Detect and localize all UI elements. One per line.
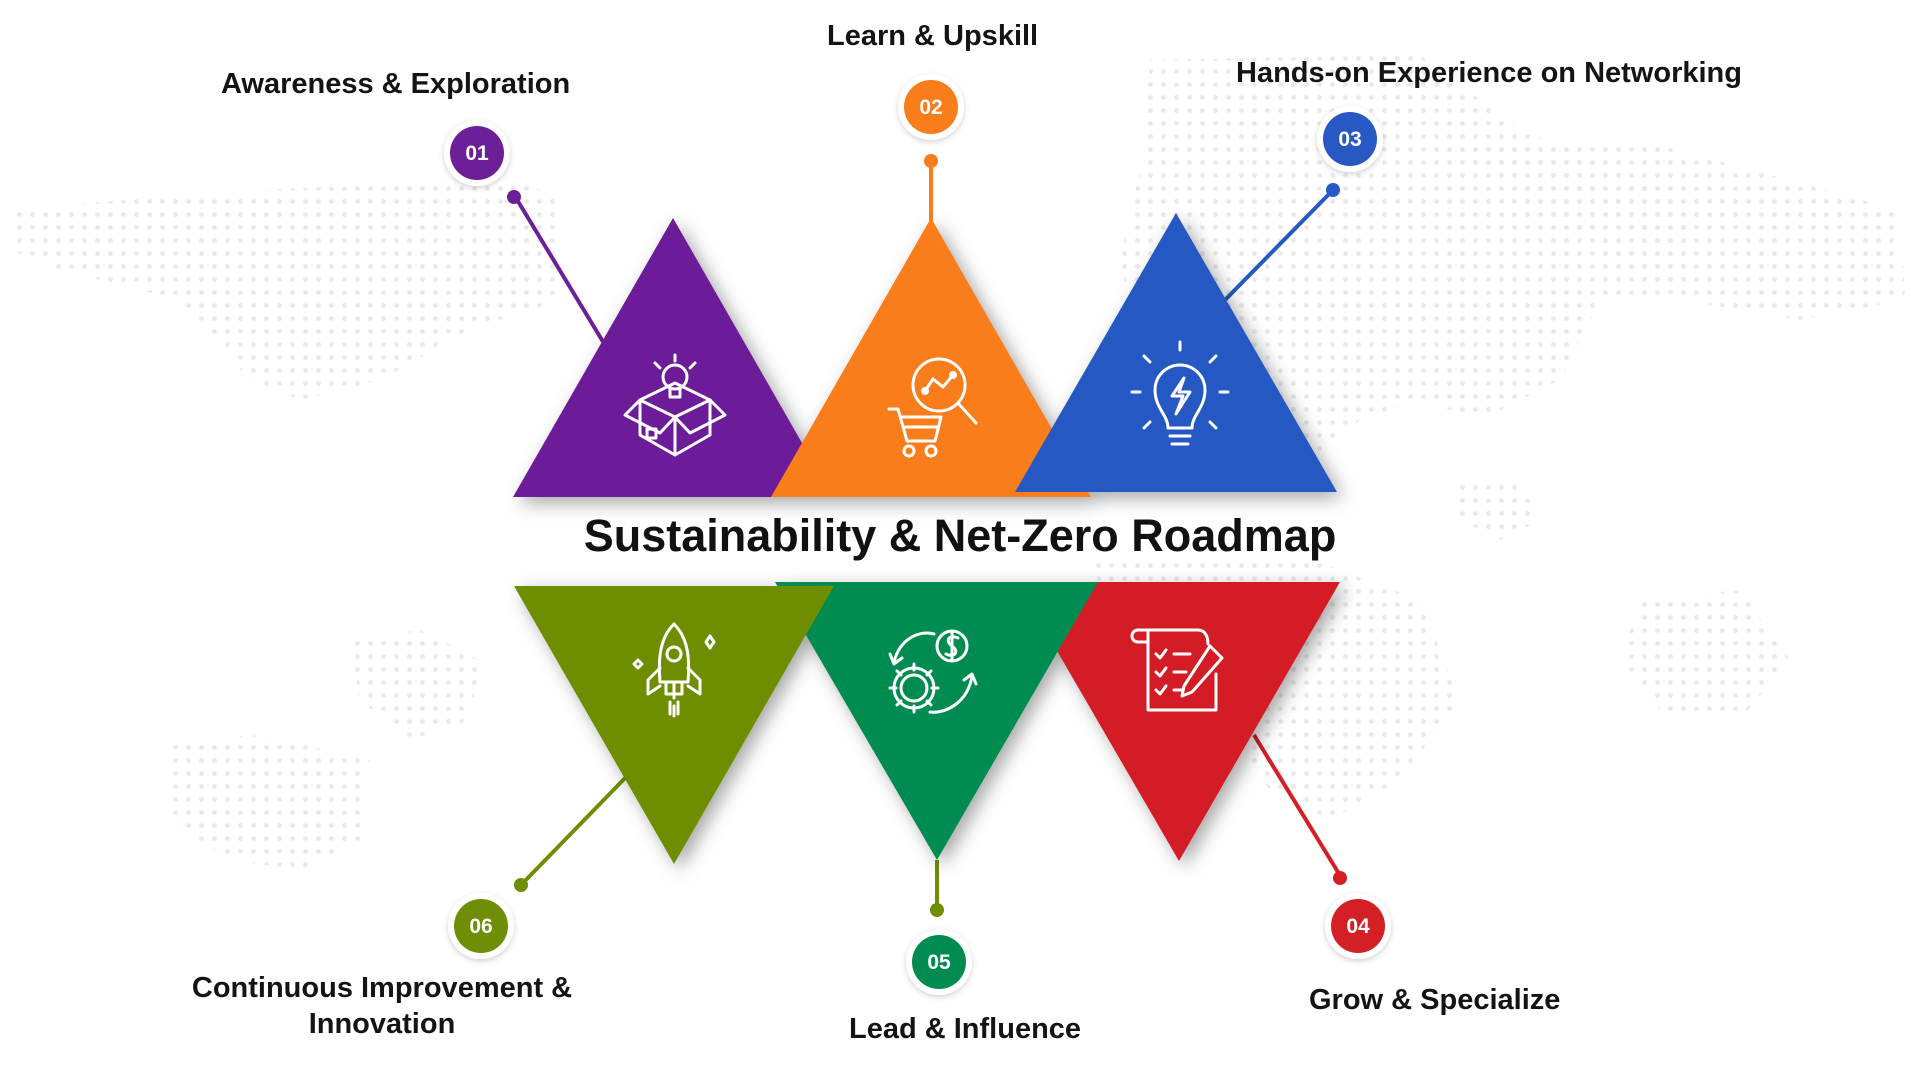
triangle-step-02	[771, 218, 1091, 497]
connector-06	[519, 773, 630, 887]
triangle-step-01	[513, 218, 833, 497]
connector-03	[1223, 188, 1335, 302]
triangles-top	[513, 213, 1337, 497]
badge-number-02: 02	[919, 96, 942, 119]
badge-06: 06	[448, 893, 514, 959]
shopping-cart-analytics-icon	[887, 357, 978, 458]
step-label-01: Awareness & Exploration	[221, 68, 571, 100]
step-label-02: Learn & Upskill	[827, 20, 1039, 52]
connector-dot-03	[1326, 183, 1340, 197]
connector-dot-04	[1333, 871, 1347, 885]
step-label-04: Grow & Specialize	[1309, 984, 1561, 1016]
badge-04: 04	[1325, 893, 1391, 959]
checklist-pen-icon	[1130, 628, 1224, 712]
triangles-bottom	[514, 582, 1340, 864]
connector-dot-01	[507, 190, 521, 204]
badge-03: 03	[1317, 106, 1383, 172]
lightbulb-in-box-icon	[623, 353, 727, 457]
roadmap-title: Sustainability & Net-Zero Roadmap	[583, 510, 1337, 561]
badge-number-04: 04	[1346, 915, 1370, 938]
rocket-icon	[632, 622, 716, 718]
badge-number-03: 03	[1338, 128, 1361, 151]
connector-dot-05	[930, 903, 944, 917]
connector-dot-02	[924, 154, 938, 168]
step-label-03: Hands-on Experience on Networking	[1236, 57, 1742, 89]
badge-01: 01	[444, 120, 510, 186]
connector-lines	[514, 162, 1343, 909]
badge-number-01: 01	[465, 142, 489, 165]
connector-dots	[507, 154, 1347, 917]
badge-02: 02	[898, 74, 964, 140]
lightbulb-bolt-icon	[1130, 340, 1230, 446]
number-badges: 01 02 03 04 05	[444, 74, 1391, 995]
badge-05: 05	[906, 929, 972, 995]
badge-number-05: 05	[927, 951, 951, 974]
connector-04	[1252, 733, 1343, 879]
triangle-step-06	[514, 586, 834, 864]
connector-dot-06	[514, 878, 528, 892]
step-label-05: Lead & Influence	[849, 1013, 1082, 1045]
triangle-step-03	[1015, 213, 1337, 492]
step-label-06: Continuous Improvement & Innovation	[191, 972, 573, 1040]
triangle-step-04	[1017, 582, 1340, 861]
triangle-step-05	[775, 582, 1098, 860]
connector-01	[514, 196, 607, 347]
badge-number-06: 06	[469, 915, 492, 938]
gear-dollar-cycle-icon	[888, 629, 978, 714]
